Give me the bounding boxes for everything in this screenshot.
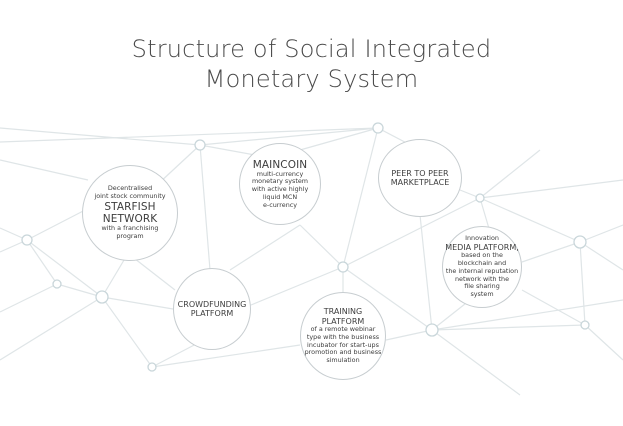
starfish-sub-line1: with a franchising <box>101 224 159 232</box>
training-desc-line1: of a remote webinar <box>310 325 376 333</box>
node-crowdfunding-platform: CROWDFUNDING PLATFORM <box>173 268 251 350</box>
training-desc-line5: simulation <box>326 356 360 365</box>
node-training-platform: TRAINING PLATFORM of a remote webinar ty… <box>300 292 386 380</box>
starfish-sub-line2: program <box>116 231 144 240</box>
maincoin-desc-line2: monetary system <box>251 177 309 186</box>
media-desc-line3: the internal reputation <box>445 266 519 275</box>
p2p-name-line1: PEER TO PEER <box>391 168 449 178</box>
maincoin-desc-line5: e-currency <box>262 200 298 209</box>
node-peer-to-peer-marketplace: PEER TO PEER MARKETPLACE <box>378 139 462 217</box>
maincoin-desc-line4: liquid MCN <box>262 192 298 201</box>
media-name: MEDIA PLATFORM, <box>445 242 519 252</box>
media-pre-line1: Innovation <box>465 233 499 242</box>
training-name-line2: PLATFORM <box>321 316 365 326</box>
maincoin-desc-line1: multi-currency <box>256 169 304 178</box>
node-media-platform: Innovation MEDIA PLATFORM, based on the … <box>442 226 522 308</box>
starfish-name-line1: STARFISH <box>104 201 156 213</box>
maincoin-desc-line3: with active highly <box>251 185 309 194</box>
training-name-line1: TRAINING <box>323 307 363 316</box>
node-starfish-network: Decentralised joint stock community STAR… <box>82 165 178 261</box>
training-desc-line2: type with the business <box>306 332 380 341</box>
media-desc-line5: file sharing <box>464 282 500 291</box>
crowd-name-line2: PLATFORM <box>190 309 234 318</box>
p2p-name-line2: MARKETPLACE <box>390 178 450 187</box>
crowd-name-line1: CROWDFUNDING <box>177 299 247 309</box>
starfish-name-line2: NETWORK <box>102 213 158 225</box>
training-desc-line3: incubator for start-ups <box>307 340 379 349</box>
diagram-title-line1: Structure of Social Integrated <box>131 35 492 63</box>
media-desc-line4: network with the <box>454 274 510 283</box>
node-maincoin: MAINCOIN multi-currency monetary system … <box>239 143 321 225</box>
starfish-desc-line1: Decentralised <box>107 184 153 193</box>
media-desc-line6: system <box>470 290 494 299</box>
maincoin-name: MAINCOIN <box>252 158 308 171</box>
diagram-title-line2: Monetary System <box>204 65 419 93</box>
media-desc-line1: based on the <box>461 251 503 260</box>
media-desc-line2: blockchain and <box>457 259 507 268</box>
training-desc-line4: promotion and business <box>304 348 382 357</box>
starfish-desc-line2: joint stock community <box>94 192 166 201</box>
